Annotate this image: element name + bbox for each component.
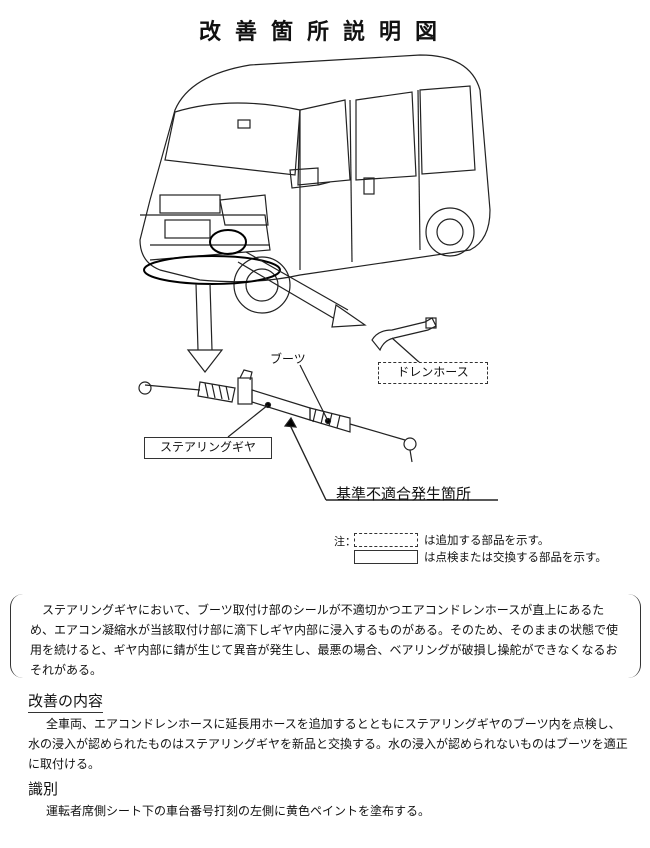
boot-label: ブーツ (270, 352, 306, 366)
legend-solid-box (354, 550, 418, 564)
legend-solid-text: は点検または交換する部品を示す。 (424, 550, 607, 564)
improvement-body: 全車両、エアコンドレンホースに延長用ホースを追加するとともにステアリングギヤのブ… (28, 717, 628, 771)
steering-gear-leader (227, 404, 269, 438)
drain-hose-part (371, 317, 437, 352)
van-illustration (139, 54, 491, 314)
description-bracket-left (10, 594, 23, 678)
steering-gear-label: ステアリングギヤ (144, 437, 272, 459)
note-prefix: 注： (334, 535, 356, 548)
improvement-heading: 改善の内容 (28, 690, 104, 713)
nonconformity-leader (283, 416, 498, 501)
improvement-diagram (138, 54, 498, 501)
description-bracket-right (628, 594, 641, 678)
drain-hose-leader (391, 337, 421, 364)
identification-body: 運転者席側シート下の車台番号打刻の左側に黄色ペイントを塗布する。 (46, 804, 431, 818)
drain-hose-highlight (209, 229, 247, 255)
defect-description: ステアリングギヤにおいて、ブーツ取付け部のシールが不適切かつエアコンドレンホース… (30, 603, 619, 677)
arrow-to-steering-gear (186, 283, 224, 373)
steering-gear-highlight (143, 255, 281, 285)
legend-dashed-text: は追加する部品を示す。 (424, 533, 550, 547)
legend-dashed-box (354, 533, 418, 547)
boot-leader (299, 364, 329, 422)
arrow-to-drain-hose (237, 251, 367, 328)
steering-gear-part (138, 369, 417, 463)
drain-hose-label: ドレンホース (378, 362, 488, 384)
identification-heading: 識別 (28, 780, 59, 798)
page-title: 改善箇所説明図 (198, 19, 451, 45)
nonconformity-label: 基準不適合発生箇所 (336, 485, 472, 503)
